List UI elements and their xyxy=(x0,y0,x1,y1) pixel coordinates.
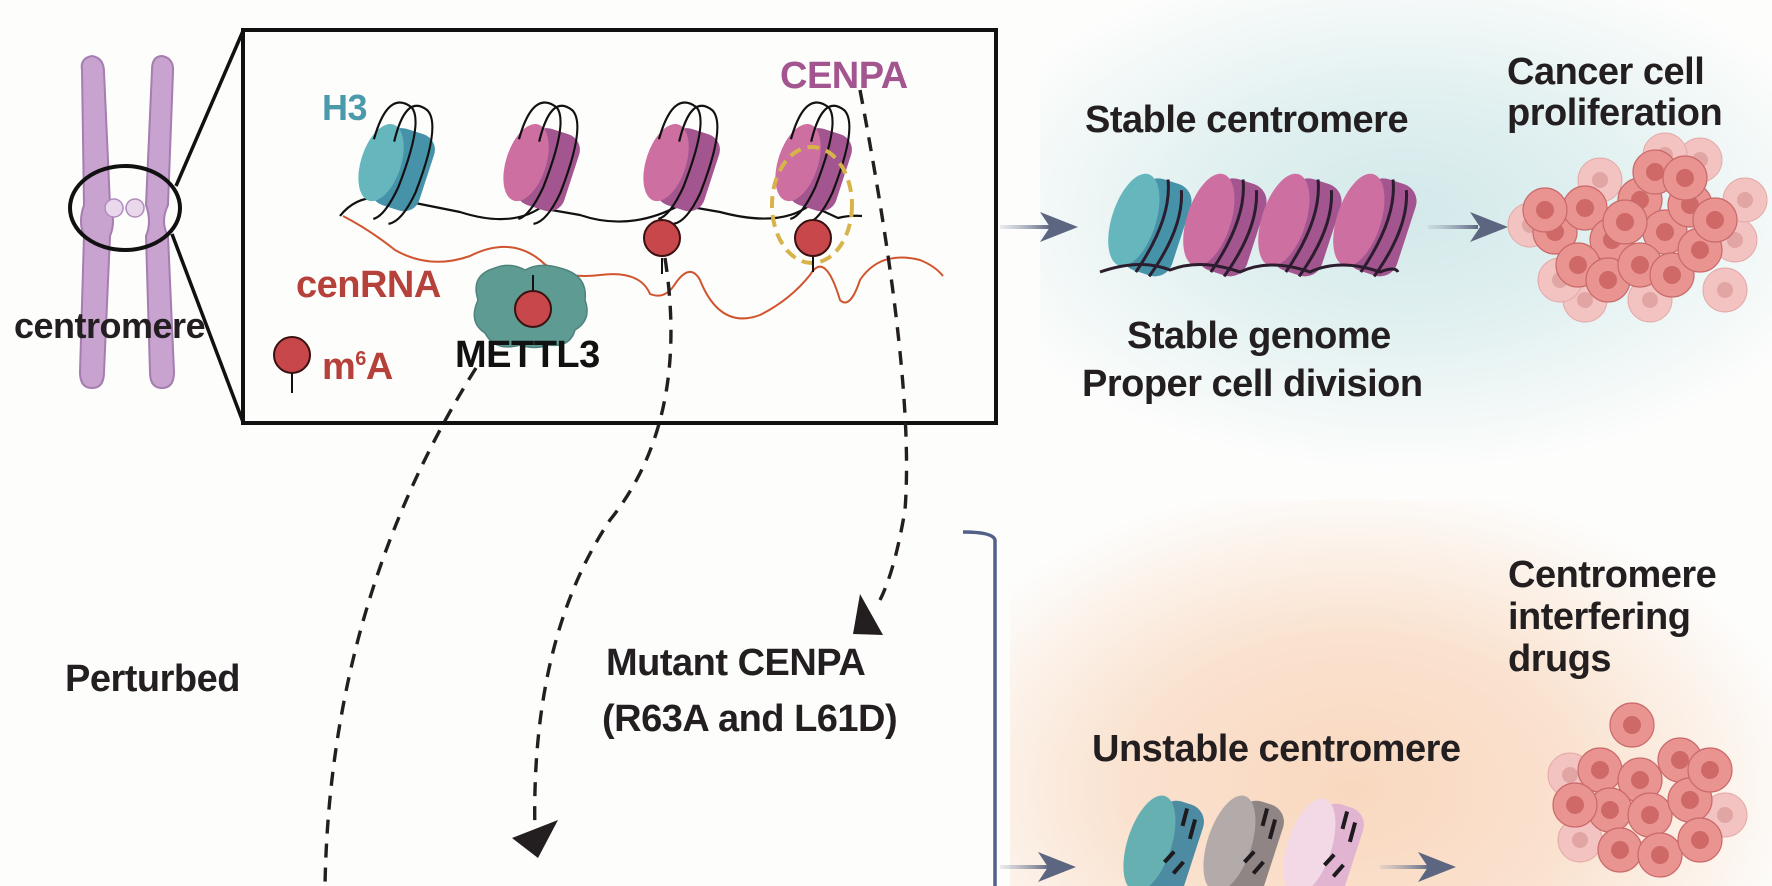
zoom-line-bottom xyxy=(170,233,245,423)
arrows-flow xyxy=(1000,212,1508,882)
cancer-cell-label: Cancer cell xyxy=(1507,51,1705,93)
cell-icon xyxy=(1597,827,1643,873)
m6a-label-m: m xyxy=(322,346,356,388)
cenrna-label: cenRNA xyxy=(296,264,441,306)
arrow-right-icon xyxy=(1470,212,1508,242)
m6a-legend-icon xyxy=(273,336,311,393)
m6a-label-superscript: 6 xyxy=(355,348,366,370)
cell-icon xyxy=(1602,199,1648,245)
m6a-label-a: A xyxy=(365,346,393,388)
m6a-marks xyxy=(643,219,832,274)
mutant-cenpa-label: Mutant CENPA xyxy=(606,642,866,684)
light-pink-nucleosome-icon xyxy=(1283,798,1364,886)
cenpa-nucleosome-icon xyxy=(775,101,852,225)
cell-icon xyxy=(1627,792,1673,838)
h3-nucleosome-icon xyxy=(358,101,435,225)
arrowhead-mutant xyxy=(853,594,883,635)
arrow-right-icon xyxy=(1040,212,1078,242)
cell-icon xyxy=(1702,267,1748,313)
inset-box xyxy=(241,28,998,425)
m6a-mark xyxy=(643,219,681,257)
reduced-cell-cluster-icon xyxy=(1547,702,1748,878)
stable-dna-strand xyxy=(1099,262,1400,274)
cell-icon xyxy=(1692,197,1738,243)
proliferation-label: proliferation xyxy=(1507,92,1723,134)
cell-icon xyxy=(1637,832,1683,878)
cenpa-nucleosome-icon xyxy=(503,101,580,225)
unstable-nucleosome-stack xyxy=(1123,795,1364,886)
zoom-line-top xyxy=(174,30,245,187)
cell-icon xyxy=(1662,155,1708,201)
stable-genome-label: Stable genome xyxy=(1127,315,1391,357)
cell-icon xyxy=(1609,702,1655,748)
cenpa-nucleosome-icon xyxy=(1258,173,1342,278)
centromere-label: centromere xyxy=(14,305,206,346)
h3-label: H3 xyxy=(322,87,368,128)
dashed-arrow-cenpa xyxy=(858,89,909,601)
h3-nucleosome-icon xyxy=(1123,795,1204,886)
mutant-residues-label: (R63A and L61D) xyxy=(602,698,898,740)
cell-icon xyxy=(1687,747,1733,793)
dashed-arrow-m6a xyxy=(533,257,673,836)
cell-icon xyxy=(1677,817,1723,863)
proper-cell-division-label: Proper cell division xyxy=(1082,363,1423,405)
mettl3-enzyme-icon xyxy=(473,264,588,349)
perturbed-label: Perturbed xyxy=(65,658,240,700)
arrowhead-down xyxy=(512,820,558,858)
cenpa-nucleosome-icon xyxy=(1333,173,1417,278)
m6a-label: m6A xyxy=(322,346,393,388)
arrow-right-icon xyxy=(1418,852,1456,882)
dashed-arrows xyxy=(323,89,909,886)
cenpa-label: CENPA xyxy=(780,55,908,97)
gray-nucleosome-icon xyxy=(1203,795,1284,886)
stable-nucleosome-stack xyxy=(1099,173,1417,278)
drugs-label-line1: Centromere xyxy=(1508,554,1717,596)
arrow-right-icon xyxy=(1038,852,1076,882)
m6a-mark xyxy=(514,290,552,328)
drugs-label-line2: interfering xyxy=(1508,596,1691,638)
centromere-highlight-ellipse xyxy=(68,164,182,252)
drugs-label-line3: drugs xyxy=(1508,638,1612,680)
cell-icon xyxy=(1522,187,1568,233)
cenrna-strand xyxy=(342,215,944,320)
mettl3-label: METTL3 xyxy=(455,334,600,376)
cell-icon xyxy=(1552,782,1598,828)
unstable-centromere-title: Unstable centromere xyxy=(1092,728,1461,770)
stable-centromere-title: Stable centromere xyxy=(1085,99,1409,141)
perturbed-bracket xyxy=(962,530,997,886)
cenpa-nucleosome-icon xyxy=(643,101,720,225)
cenpa-nucleosome-icon xyxy=(1183,173,1267,278)
m6a-mark xyxy=(794,219,832,257)
chromosome-icon xyxy=(78,54,176,390)
nucleosome-array xyxy=(358,101,852,225)
dashed-arrow-mettl3 xyxy=(323,367,478,886)
cancer-cell-cluster-icon xyxy=(1507,132,1768,323)
